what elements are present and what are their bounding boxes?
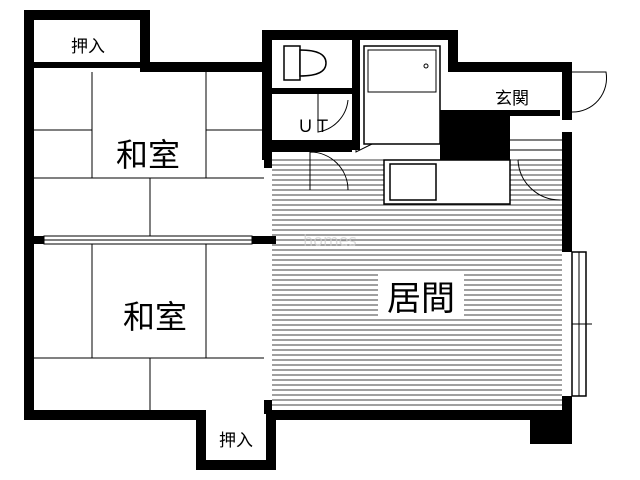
living-label-bg <box>378 274 464 318</box>
doors <box>309 71 608 201</box>
unit-toilet-label: ＵＴ <box>297 117 331 137</box>
washitsu-upper-label: 和室 <box>116 136 180 174</box>
tatami-upper <box>34 72 264 236</box>
interior-walls <box>24 30 560 414</box>
sliding-door-tatami <box>43 235 253 245</box>
closet-bottom-label: 押入 <box>219 431 253 451</box>
window-right <box>571 251 592 397</box>
entrance-step <box>510 139 562 151</box>
tatami-lower <box>34 244 264 410</box>
kitchen-counter <box>383 159 511 205</box>
living-label: 居間 <box>387 279 455 319</box>
entrance-label: 玄関 <box>495 89 529 109</box>
outer-walls <box>24 10 572 470</box>
watermark: homes <box>303 231 357 250</box>
toilet-fixture <box>283 45 327 81</box>
bathtub <box>363 45 441 145</box>
closet-top-label: 押入 <box>71 37 105 57</box>
washitsu-lower-label: 和室 <box>123 298 187 336</box>
